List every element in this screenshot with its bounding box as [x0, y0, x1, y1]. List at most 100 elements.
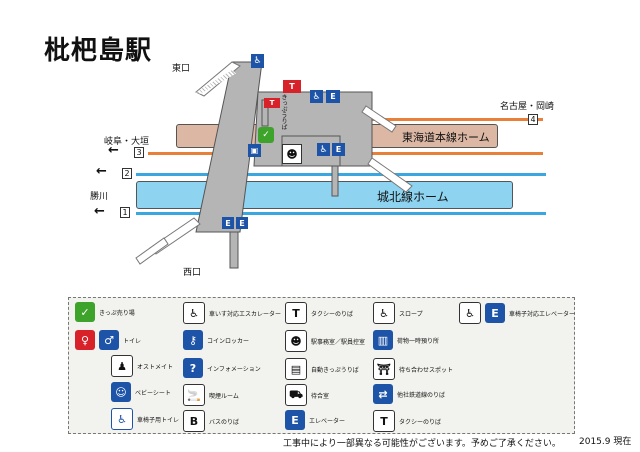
east-exit-label: 東口 — [172, 64, 191, 74]
track-4-badge: 4 — [528, 114, 538, 125]
legend-slope: ♿ スロープ — [373, 302, 423, 324]
legend-auto-ticket: ▤ 自動きっぷうりば — [285, 358, 359, 380]
legend-ticket-machine: ✓ きっぷ売り場 — [75, 302, 135, 322]
track-4-line — [258, 118, 543, 121]
katsukawa-label: 勝川 — [90, 192, 109, 202]
baby-sheet-icon: ☺ — [111, 382, 131, 402]
legend-panel: ✓ きっぷ売り場 ♀ ♂ トイレ ♟ オストメイト ☺ ベビーシート ♿ 車椅子… — [68, 297, 575, 434]
arrow-icon-track-3: ← — [108, 143, 119, 158]
legend-elevator-label: エレベーター — [309, 417, 346, 425]
accessible-toilet-icon: ♿ — [111, 408, 133, 430]
legend-bus-label: バスのりば — [209, 418, 240, 426]
right-stairs-mid — [367, 157, 413, 193]
track-1-badge: 1 — [120, 207, 130, 218]
ostomate-icon: ♟ — [111, 355, 133, 377]
legend-meeting-spot: ⛩ 待ち合わせスポット — [373, 358, 453, 380]
legend-wheelchair-elevator-label: 車椅子対応エレベーター — [509, 310, 576, 318]
track-3-badge: 3 — [134, 147, 144, 158]
legend-baggage: ▥ 荷物一時預り所 — [373, 330, 439, 350]
elevator-icon-west-2: E — [236, 217, 248, 229]
legend-station-office: ☻ 駅事務室／駅員控室 — [285, 330, 365, 352]
toilet-icon-top: T — [283, 80, 301, 93]
legend-other-railway: ⇄ 他社鉄道線のりば — [373, 384, 445, 404]
nagoya-okazaki-label: 名古屋・岡崎 — [500, 102, 555, 112]
elevator-icon-2: E — [485, 303, 505, 323]
wheelchair-icon-top: ♿ — [310, 90, 323, 103]
legend-baggage-label: 荷物一時預り所 — [397, 337, 440, 345]
legend-bus: B バスのりば — [183, 410, 239, 432]
smoking-icon: 🚬 — [183, 384, 205, 406]
legend-accessible-toilet-label: 車椅子用トイレ — [137, 416, 180, 424]
slope-icon: ♿ — [373, 302, 395, 324]
toilet-icon-small: T — [264, 98, 280, 108]
mid-column — [331, 165, 339, 197]
elevator-icon: E — [285, 410, 305, 430]
gifu-ogaki-label: 岐阜・大垣 — [104, 137, 150, 147]
key-icon: ⚷ — [183, 330, 203, 350]
elevator-icon-top: E — [326, 90, 340, 103]
bus-icon: B — [183, 410, 205, 432]
legend-accessible-toilet: ♿ 車椅子用トイレ — [111, 408, 179, 430]
legend-information: ? インフォメーション — [183, 358, 261, 378]
construction-notice: 工事中により一部異なる可能性がございます。予めご了承ください。 — [283, 439, 561, 449]
information-icon: ? — [183, 358, 203, 378]
arrow-icon-track-2: ← — [96, 164, 107, 179]
track-2-line — [136, 173, 546, 176]
track-2-badge: 2 — [122, 168, 132, 179]
legend-smoking-label: 喫煙ルーム — [209, 392, 239, 400]
legend-wheelchair-escalator: ♿ 車いす対応エスカレーター — [183, 302, 281, 324]
date-label: 2015.9 現在 — [579, 437, 632, 447]
meeting-spot-icon: ⛩ — [373, 358, 395, 380]
right-stairs-top — [361, 105, 397, 133]
ticket-machine-icon: ✓ — [258, 127, 274, 143]
tokaido-platform-label: 東海道本線ホーム — [402, 131, 490, 144]
johoku-platform: 城北線ホーム — [136, 181, 513, 209]
legend-other-railway-label: 他社鉄道線のりば — [397, 391, 446, 399]
legend-slope-label: スロープ — [399, 310, 423, 318]
elevator-icon-west: E — [222, 217, 234, 229]
legend-coin-locker-label: コインロッカー — [207, 337, 250, 345]
legend-taxi-2: T タクシーのりば — [373, 410, 441, 432]
station-office-icon: ☻ — [282, 144, 302, 164]
passage-label: きっぷうりば — [280, 94, 287, 130]
other-railway-icon: ⇄ — [373, 384, 393, 404]
west-exit-label: 西口 — [183, 268, 202, 278]
legend-baby-sheet: ☺ ベビーシート — [111, 382, 171, 402]
wheelchair-icon-east: ♿ — [251, 54, 264, 68]
legend-wheelchair-elevator: ♿ E 車椅子対応エレベーター — [459, 302, 575, 324]
johoku-platform-label: 城北線ホーム — [377, 190, 449, 204]
legend-station-office-label: 駅事務室／駅員控室 — [311, 338, 366, 346]
legend-toilet: ♀ ♂ トイレ — [75, 330, 141, 350]
coin-locker-icon: ▣ — [248, 144, 261, 157]
station-office-icon: ☻ — [285, 330, 307, 352]
legend-coin-locker: ⚷ コインロッカー — [183, 330, 249, 350]
taxi-icon-2: T — [373, 410, 395, 432]
legend-waiting-room-label: 待合室 — [311, 392, 330, 400]
legend-taxi-label: タクシーのりば — [311, 310, 354, 318]
lower-stairs — [135, 237, 169, 265]
legend-taxi-2-label: タクシーのりば — [399, 418, 442, 426]
legend-ostomate: ♟ オストメイト — [111, 355, 173, 377]
baggage-icon: ▥ — [373, 330, 393, 350]
legend-toilet-label: トイレ — [123, 337, 142, 345]
legend-meeting-spot-label: 待ち合わせスポット — [399, 366, 454, 374]
taxi-icon: T — [285, 302, 307, 324]
ticket-machine-icon: ✓ — [75, 302, 95, 322]
arrow-icon-track-1: ← — [94, 204, 105, 219]
wheelchair-icon-mid: ♿ — [317, 143, 330, 156]
legend-auto-ticket-label: 自動きっぷうりば — [311, 366, 359, 374]
legend-baby-sheet-label: ベビーシート — [135, 389, 171, 397]
west-exit-column — [229, 231, 239, 269]
legend-ostomate-label: オストメイト — [137, 363, 174, 371]
legend-smoking: 🚬 喫煙ルーム — [183, 384, 239, 406]
male-toilet-icon: ♂ — [99, 330, 119, 350]
legend-taxi: T タクシーのりば — [285, 302, 353, 324]
track-1-line — [136, 212, 546, 215]
waiting-room-icon: ⛟ — [285, 384, 307, 406]
elevator-icon-mid: E — [332, 143, 345, 156]
female-toilet-icon: ♀ — [75, 330, 95, 350]
legend-information-label: インフォメーション — [207, 365, 261, 373]
wheelchair-escalator-icon: ♿ — [183, 302, 205, 324]
legend-ticket-machine-label: きっぷ売り場 — [99, 309, 135, 317]
wheelchair-elevator-icon: ♿ — [459, 302, 481, 324]
